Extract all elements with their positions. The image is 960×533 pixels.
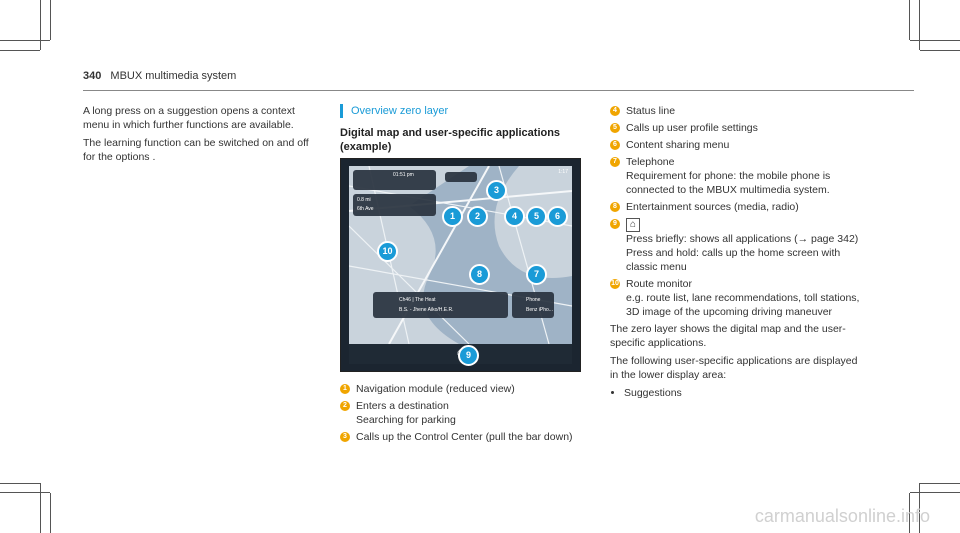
navigation-module[interactable]: 01:51 pm (353, 170, 436, 190)
callout-2: 2 (467, 206, 488, 227)
paragraph: The learning function can be switched on… (83, 137, 309, 163)
page-number: 340 (83, 70, 102, 82)
paragraph: A long press on a suggestion opens a con… (83, 105, 295, 131)
middle-column: Overview zero layer Digital map and user… (340, 104, 590, 164)
subheading: Digital map and user-specific applicatio… (340, 127, 561, 153)
crop-mark (920, 483, 960, 484)
crop-mark (40, 483, 41, 533)
phone-label: Phone (526, 297, 541, 303)
paragraph: The following user-specific applications… (610, 355, 858, 381)
legend-item: 9⌂Press briefly: shows all applications … (610, 217, 860, 274)
callout-7: 7 (526, 264, 547, 285)
crop-mark (910, 492, 960, 493)
bullet-item: Suggestions (624, 386, 860, 400)
callout-5: 5 (526, 206, 547, 227)
crop-mark (919, 0, 920, 50)
callout-6: 6 (547, 206, 568, 227)
nav-distance: 0.8 mi (357, 197, 371, 203)
crop-mark (50, 493, 51, 533)
crop-mark (0, 492, 50, 493)
crop-mark (40, 0, 41, 50)
header-rule (83, 90, 914, 91)
crop-mark (920, 50, 960, 51)
status-time: 01:51 pm (393, 172, 414, 178)
crop-mark (0, 40, 50, 41)
callout-8: 8 (469, 264, 490, 285)
crop-mark (909, 493, 910, 533)
nav-street: 6th Ave (357, 206, 374, 212)
phone-widget[interactable]: Phone Benz iPho... (512, 292, 554, 318)
crop-mark (910, 40, 960, 41)
legend-number: 2 (340, 401, 350, 411)
legend-number: 1 (340, 384, 350, 394)
crop-mark (0, 50, 40, 51)
media-widget[interactable]: Ch46 | The Heat B.S. - Jhene Aiko/H.E.R. (373, 292, 508, 318)
callout-10: 10 (377, 241, 398, 262)
infotainment-screenshot: 01:51 pm 0.8 mi 6th Ave 1:17 Ch46 | The … (340, 158, 581, 372)
phone-device: Benz iPho... (526, 307, 553, 313)
legend-number: 3 (340, 432, 350, 442)
callout-4: 4 (504, 206, 525, 227)
crop-mark (0, 483, 40, 484)
crop-mark (919, 483, 920, 533)
watermark: carmanualsonline.info (754, 506, 930, 526)
page-header: 340 MBUX multimedia system (83, 70, 236, 82)
digital-map: 01:51 pm 0.8 mi 6th Ave 1:17 Ch46 | The … (349, 166, 572, 344)
media-title: Ch46 | The Heat (399, 297, 436, 303)
media-artist: B.S. - Jhene Aiko/H.E.R. (399, 307, 454, 313)
callout-9: 9 (458, 345, 479, 366)
route-monitor[interactable]: 0.8 mi 6th Ave (353, 194, 436, 216)
crop-mark (909, 0, 910, 40)
home-icon: ⌂ (626, 218, 641, 232)
callout-1: 1 (442, 206, 463, 227)
crop-mark (50, 0, 51, 40)
bullet-list: Suggestions (610, 386, 860, 400)
paragraph: The zero layer shows the digital map and… (610, 323, 846, 349)
page-title: MBUX multimedia system (110, 70, 237, 82)
search-button[interactable] (445, 172, 477, 182)
section-title: Overview zero layer (340, 104, 590, 118)
left-column: A long press on a suggestion opens a con… (83, 104, 321, 168)
status-clock: 1:17 (558, 169, 568, 175)
callout-3: 3 (486, 180, 507, 201)
